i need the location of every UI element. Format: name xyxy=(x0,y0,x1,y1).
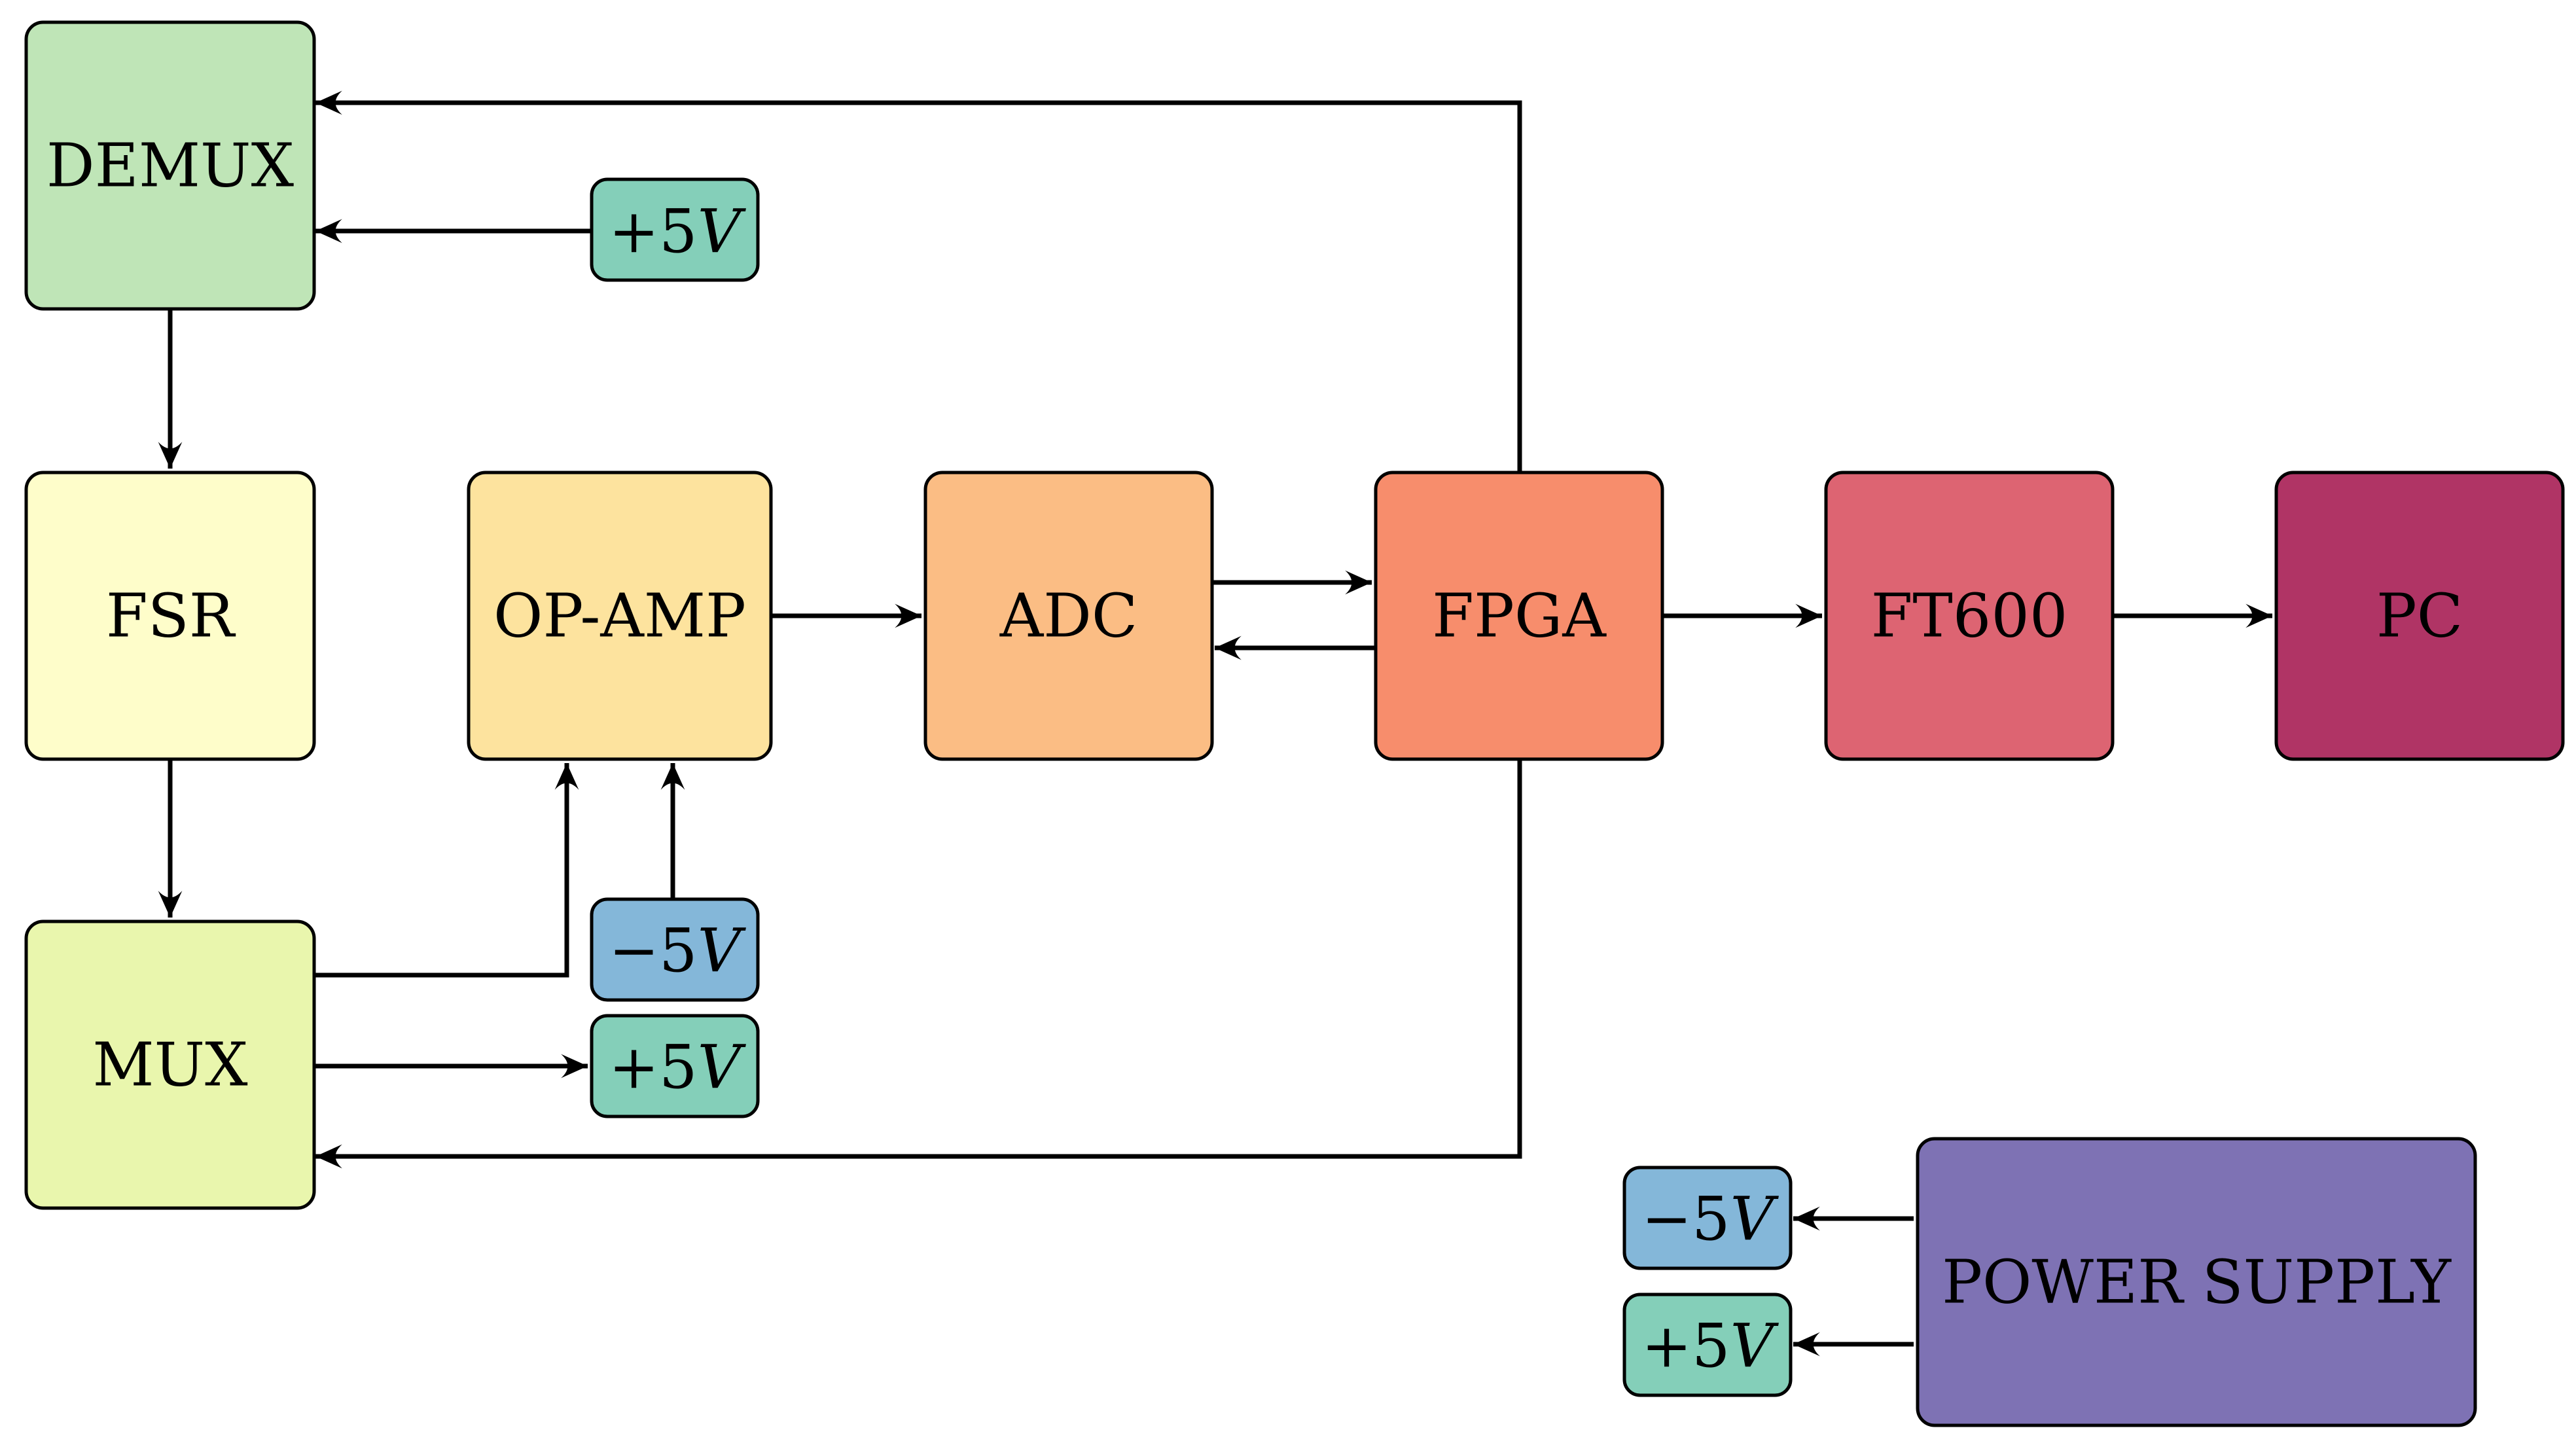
ft600-block: FT600 xyxy=(1824,471,2115,761)
voltage-sign: + xyxy=(609,196,659,266)
voltage-unit: V xyxy=(698,916,747,986)
mux-label: MUX xyxy=(92,1030,248,1100)
voltage-opamp-minus-label: −5V xyxy=(609,916,747,986)
voltage-opamp-minus: −5V xyxy=(590,897,760,1002)
adc-label: ADC xyxy=(999,581,1138,651)
mux-box xyxy=(24,919,316,1210)
voltage-mux-plus-box xyxy=(590,1014,760,1118)
arrow-fpga-to-demux xyxy=(315,90,1522,473)
voltage-unit: V xyxy=(1730,1311,1780,1381)
arrow-fpga-to-mux xyxy=(315,759,1522,1169)
voltage-value: 5 xyxy=(1692,1311,1730,1381)
ft600-label: FT600 xyxy=(1871,581,2068,651)
opamp-box xyxy=(467,471,773,761)
power-supply-block: POWER SUPPLY xyxy=(1916,1137,2477,1427)
demux-block: DEMUX xyxy=(24,20,316,311)
connections xyxy=(158,90,2272,1357)
pc-label: PC xyxy=(2376,581,2463,651)
opamp-label: OP-AMP xyxy=(493,581,746,651)
voltage-ps-plus: +5V xyxy=(1622,1293,1793,1397)
opamp-block: OP-AMP xyxy=(467,471,773,761)
fpga-box xyxy=(1374,471,1664,761)
voltage-value: 5 xyxy=(659,1032,698,1102)
voltage-ps-plus-label: +5V xyxy=(1641,1311,1780,1381)
voltage-sign: + xyxy=(609,1032,659,1102)
demux-label: DEMUX xyxy=(46,131,295,201)
voltage-ps-plus-box xyxy=(1622,1293,1793,1397)
voltage-sign: + xyxy=(1641,1311,1692,1381)
voltage-ps-minus: −5V xyxy=(1622,1166,1793,1270)
ft600-box xyxy=(1824,471,2115,761)
voltage-value: 5 xyxy=(659,196,698,266)
pc-box xyxy=(2274,471,2565,761)
fsr-label: FSR xyxy=(106,581,236,651)
voltage-ps-minus-label: −5V xyxy=(1641,1184,1780,1254)
voltage-mux-plus-label: +5V xyxy=(609,1032,747,1102)
voltage-unit: V xyxy=(1730,1184,1780,1254)
fsr-box xyxy=(24,471,316,761)
voltage-demux-plus: +5V xyxy=(590,177,760,282)
fpga-label: FPGA xyxy=(1432,581,1607,651)
fpga-block: FPGA xyxy=(1374,471,1664,761)
voltage-ps-minus-box xyxy=(1622,1166,1793,1270)
voltage-demux-plus-label: +5V xyxy=(609,196,747,266)
fsr-block: FSR xyxy=(24,471,316,761)
demux-box xyxy=(24,20,316,311)
voltage-opamp-minus-box xyxy=(590,897,760,1002)
voltage-unit: V xyxy=(698,1032,747,1102)
voltage-demux-plus-box xyxy=(590,177,760,282)
adc-block: ADC xyxy=(923,471,1214,761)
power-supply-box xyxy=(1916,1137,2477,1427)
mux-block: MUX xyxy=(24,919,316,1210)
adc-box xyxy=(923,471,1214,761)
voltage-value: 5 xyxy=(659,916,698,986)
voltage-sign: − xyxy=(609,916,659,986)
voltage-value: 5 xyxy=(1692,1184,1730,1254)
voltage-sign: − xyxy=(1641,1184,1692,1254)
power-supply-label: POWER SUPPLY xyxy=(1942,1247,2452,1317)
arrow-mux-to-opamp xyxy=(314,763,579,978)
pc-block: PC xyxy=(2274,471,2565,761)
voltage-mux-plus: +5V xyxy=(590,1014,760,1118)
voltage-unit: V xyxy=(698,196,747,266)
